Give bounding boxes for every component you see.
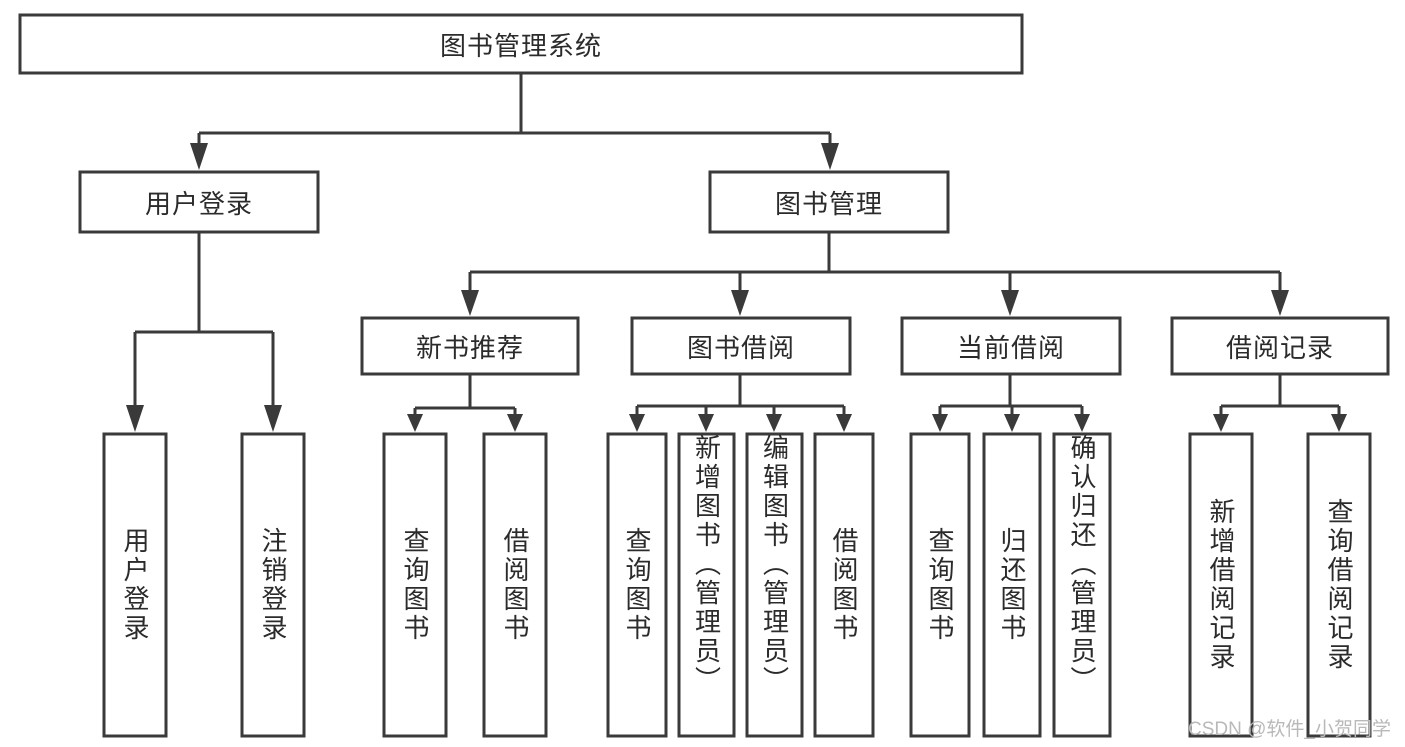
arrow-head-leaf-current-borrow-2: [1004, 414, 1020, 432]
arrow-head-user-login: [190, 143, 208, 170]
node-box-borrow-record[interactable]: [1170, 316, 1390, 376]
arrow-head-leaf-book-borrow-2: [698, 414, 714, 432]
node-box-leaf-book-borrow-4[interactable]: [813, 432, 875, 738]
connector-book-borrow-to-leaves: [629, 374, 852, 432]
arrow-head-leaf-current-borrow-3: [1074, 414, 1090, 432]
connector-book-management-to-level2: [461, 232, 1289, 316]
arrow-head-book-management: [821, 143, 839, 170]
arrow-head-leaf-new-book-2: [507, 414, 523, 432]
node-box-leaf-user-login-1[interactable]: [102, 432, 168, 738]
arrow-head-leaf-user-login-2: [264, 405, 282, 432]
connector-current-borrow-to-leaves: [932, 374, 1090, 432]
arrow-head-current-borrow: [1001, 290, 1019, 316]
arrow-head-leaf-book-borrow-4: [836, 414, 852, 432]
connector-borrow-record-to-leaves: [1213, 374, 1347, 432]
node-box-book-borrow[interactable]: [630, 316, 852, 376]
arrow-head-new-book-recommend: [461, 290, 479, 316]
node-box-book-management[interactable]: [708, 170, 950, 234]
node-box-leaf-new-book-2[interactable]: [482, 432, 548, 738]
arrow-head-leaf-book-borrow-3: [766, 414, 782, 432]
node-box-root[interactable]: [18, 13, 1024, 75]
node-box-leaf-current-borrow-1[interactable]: [909, 432, 971, 738]
arrow-head-leaf-book-borrow-1: [629, 414, 645, 432]
arrow-head-book-borrow: [731, 290, 749, 316]
node-box-leaf-book-borrow-3[interactable]: [745, 432, 804, 738]
node-box-current-borrow[interactable]: [900, 316, 1122, 376]
connector-new-book-to-leaves: [407, 374, 523, 432]
arrow-head-leaf-borrow-record-2: [1331, 414, 1347, 432]
arrow-head-borrow-record: [1271, 290, 1289, 316]
node-box-leaf-current-borrow-2[interactable]: [982, 432, 1042, 738]
arrow-head-leaf-current-borrow-1: [932, 414, 948, 432]
node-box-new-book-recommend[interactable]: [360, 316, 580, 376]
node-box-leaf-new-book-1[interactable]: [382, 432, 448, 738]
node-box-leaf-current-borrow-3[interactable]: [1052, 432, 1112, 738]
connector-user-login-to-leaves: [126, 232, 282, 432]
node-box-leaf-borrow-record-1[interactable]: [1188, 432, 1254, 738]
node-box-leaf-user-login-2[interactable]: [240, 432, 306, 738]
node-box-leaf-borrow-record-2[interactable]: [1306, 432, 1372, 738]
connector-root-to-level1: [190, 73, 839, 170]
node-box-leaf-book-borrow-2[interactable]: [677, 432, 736, 738]
arrow-head-leaf-new-book-1: [407, 414, 423, 432]
arrow-head-leaf-borrow-record-1: [1213, 414, 1229, 432]
node-box-leaf-book-borrow-1[interactable]: [606, 432, 668, 738]
node-box-user-login[interactable]: [78, 170, 320, 234]
arrow-head-leaf-user-login-1: [126, 405, 144, 432]
